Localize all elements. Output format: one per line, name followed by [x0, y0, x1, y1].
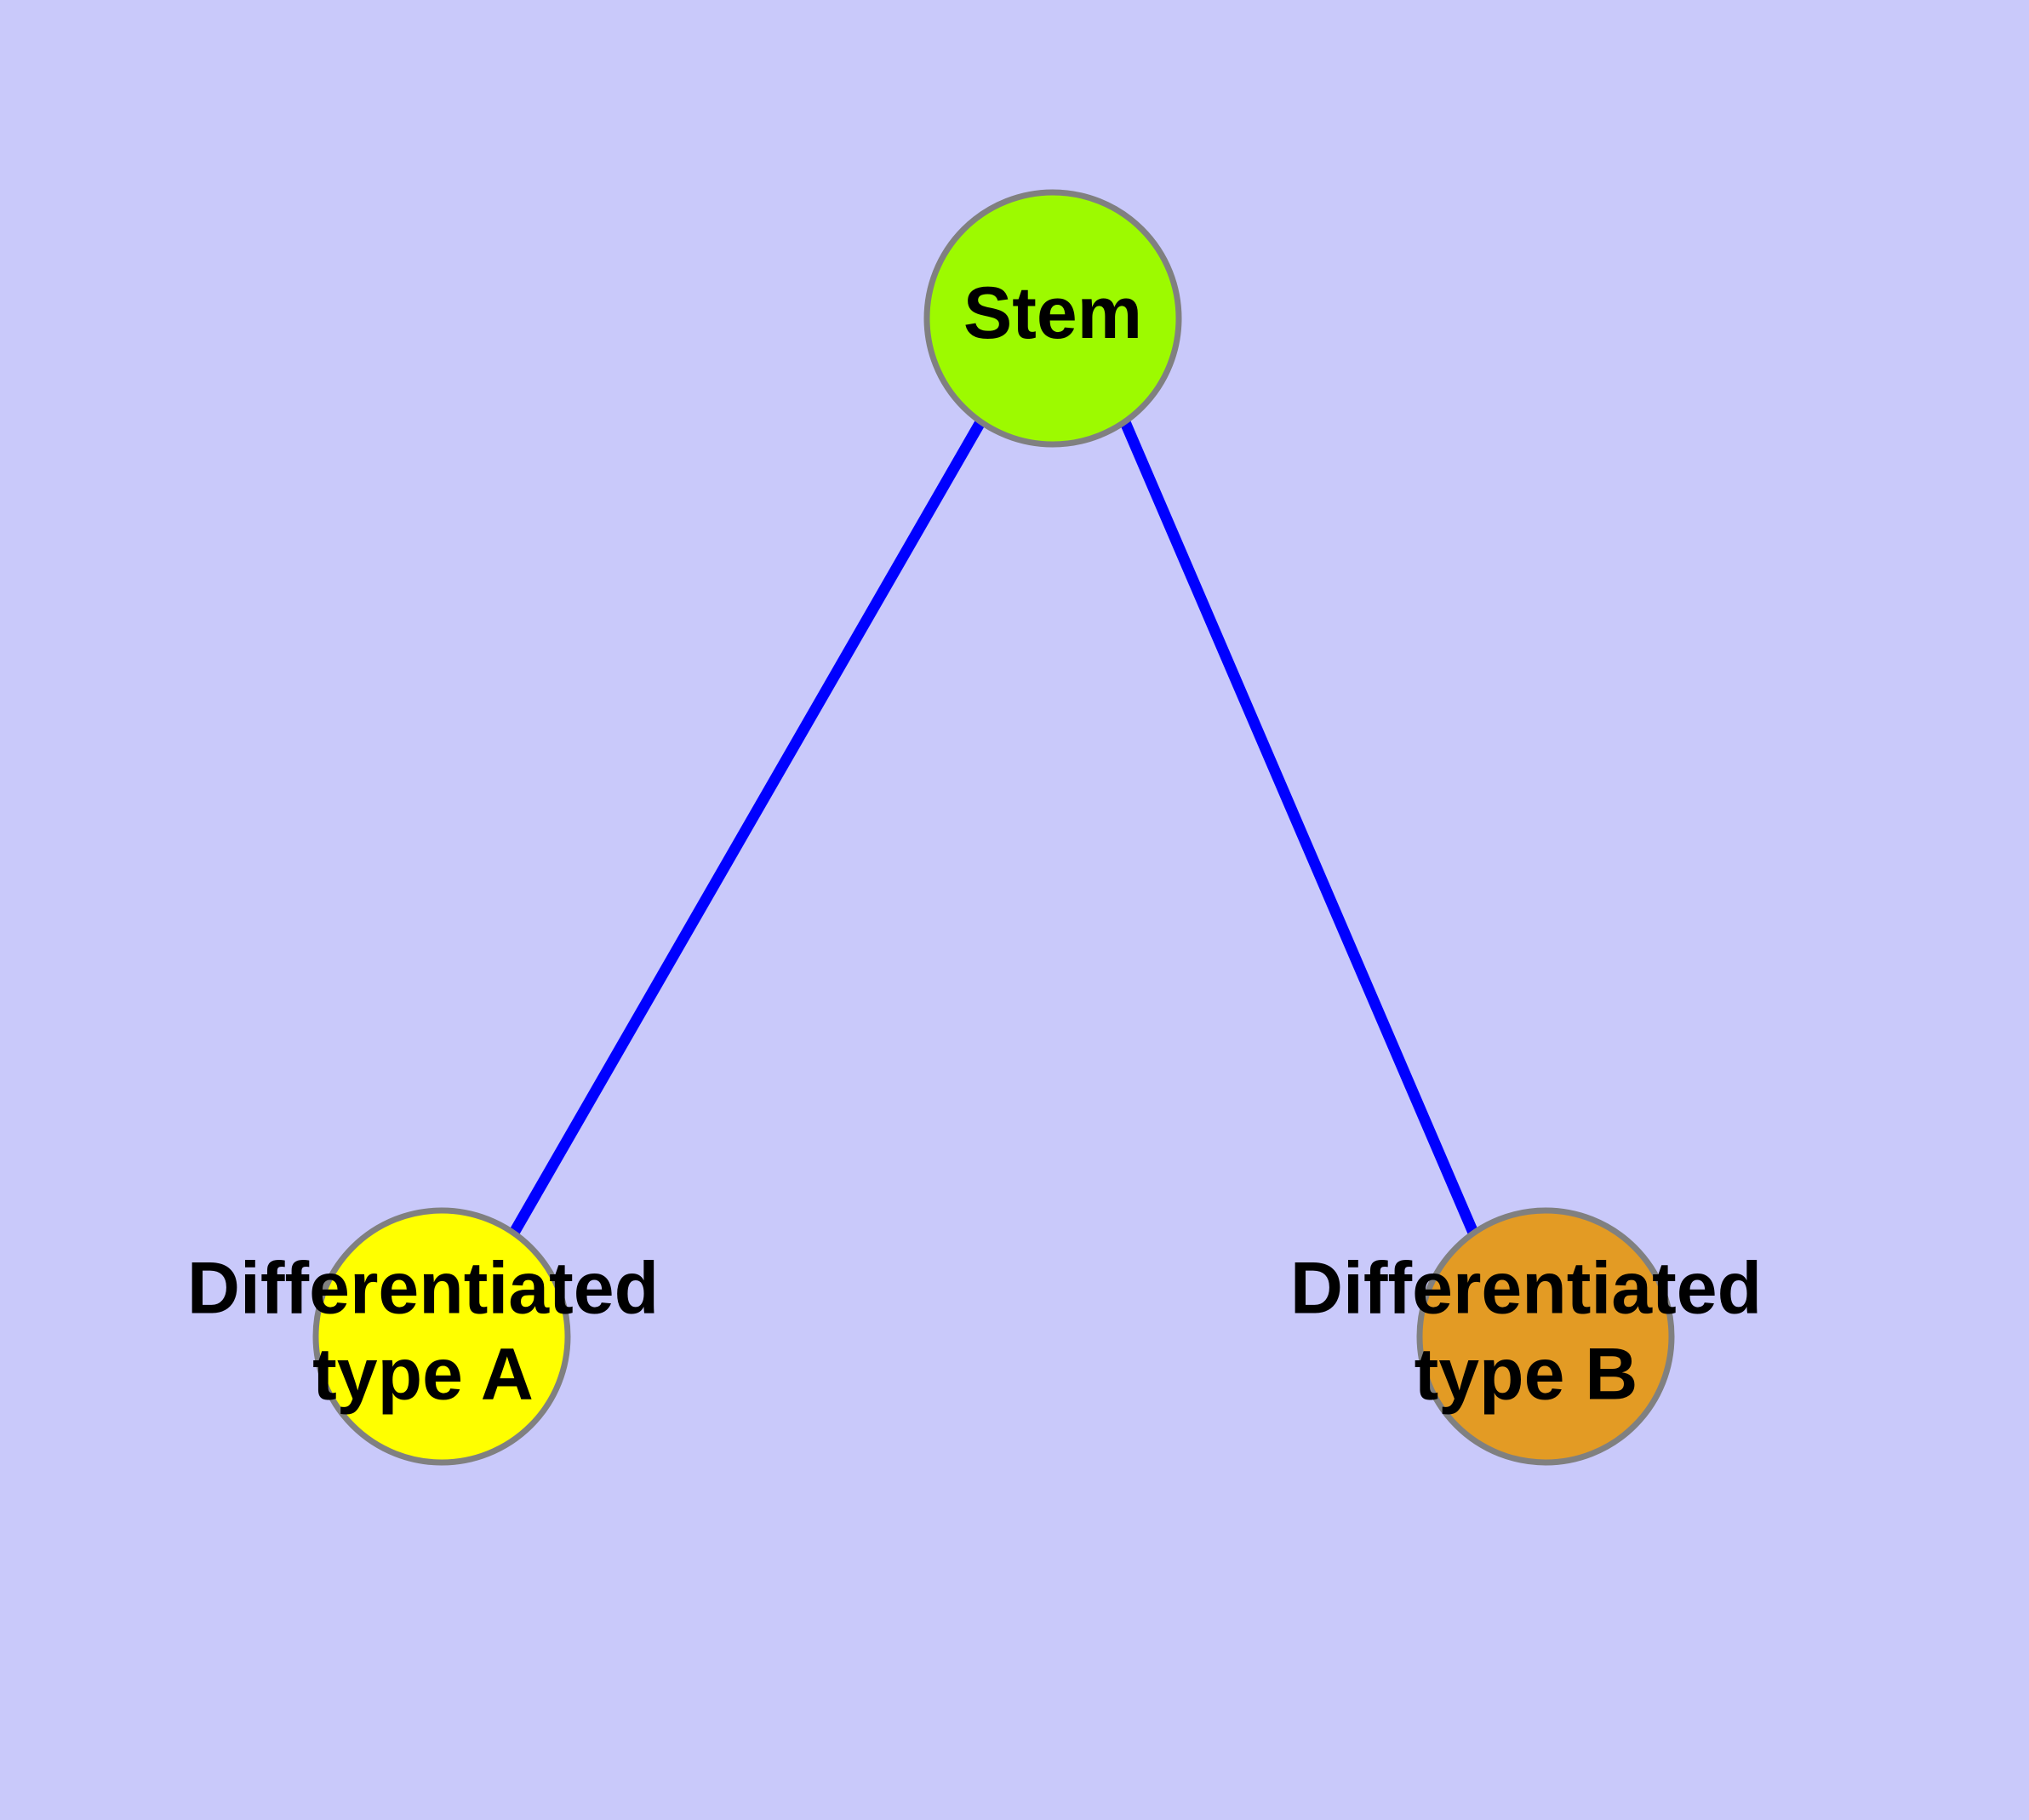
graph-edge-stem-to-diff-a[interactable]	[509, 419, 986, 1236]
node-label-line: type A	[312, 1333, 534, 1415]
node-label-line: Differentiated	[187, 1247, 659, 1329]
graph-edge-stem-to-diff-b[interactable]	[1120, 420, 1478, 1235]
node-label-line: type B	[1415, 1333, 1638, 1415]
node-label-line: Differentiated	[1290, 1247, 1762, 1329]
graph-node-stem[interactable]: Stem	[923, 189, 1182, 448]
node-label-line: Stem	[963, 272, 1142, 354]
node-circle-diff_a[interactable]	[312, 1207, 571, 1466]
edges-layer	[509, 419, 1478, 1236]
node-circle-diff_b[interactable]	[1416, 1207, 1675, 1466]
node-circle-stem[interactable]	[923, 189, 1182, 448]
node-label-stem: Stem	[963, 272, 1142, 354]
